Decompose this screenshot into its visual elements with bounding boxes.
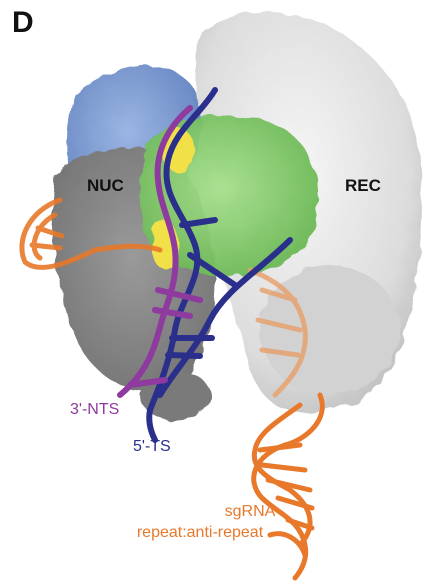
sgrna-label-line2: repeat:anti-repeat <box>136 524 264 541</box>
ts-label: 5'-TS <box>133 438 171 455</box>
sgrna-left-helix <box>19 197 163 270</box>
non-target-strand-dna <box>117 105 203 398</box>
panel-letter: D <box>12 6 34 39</box>
sgrna-repeat-anti-repeat-helix <box>251 392 325 581</box>
sgrna-central-strand <box>247 267 308 398</box>
rec-domain-label: REC <box>345 176 381 195</box>
ts-tail <box>146 407 158 443</box>
sgrna-label-line1: sgRNA <box>224 503 276 520</box>
nuc-domain-label: NUC <box>87 176 124 195</box>
target-strand-dna <box>147 87 293 413</box>
nts-label: 3'-NTS <box>70 401 120 418</box>
